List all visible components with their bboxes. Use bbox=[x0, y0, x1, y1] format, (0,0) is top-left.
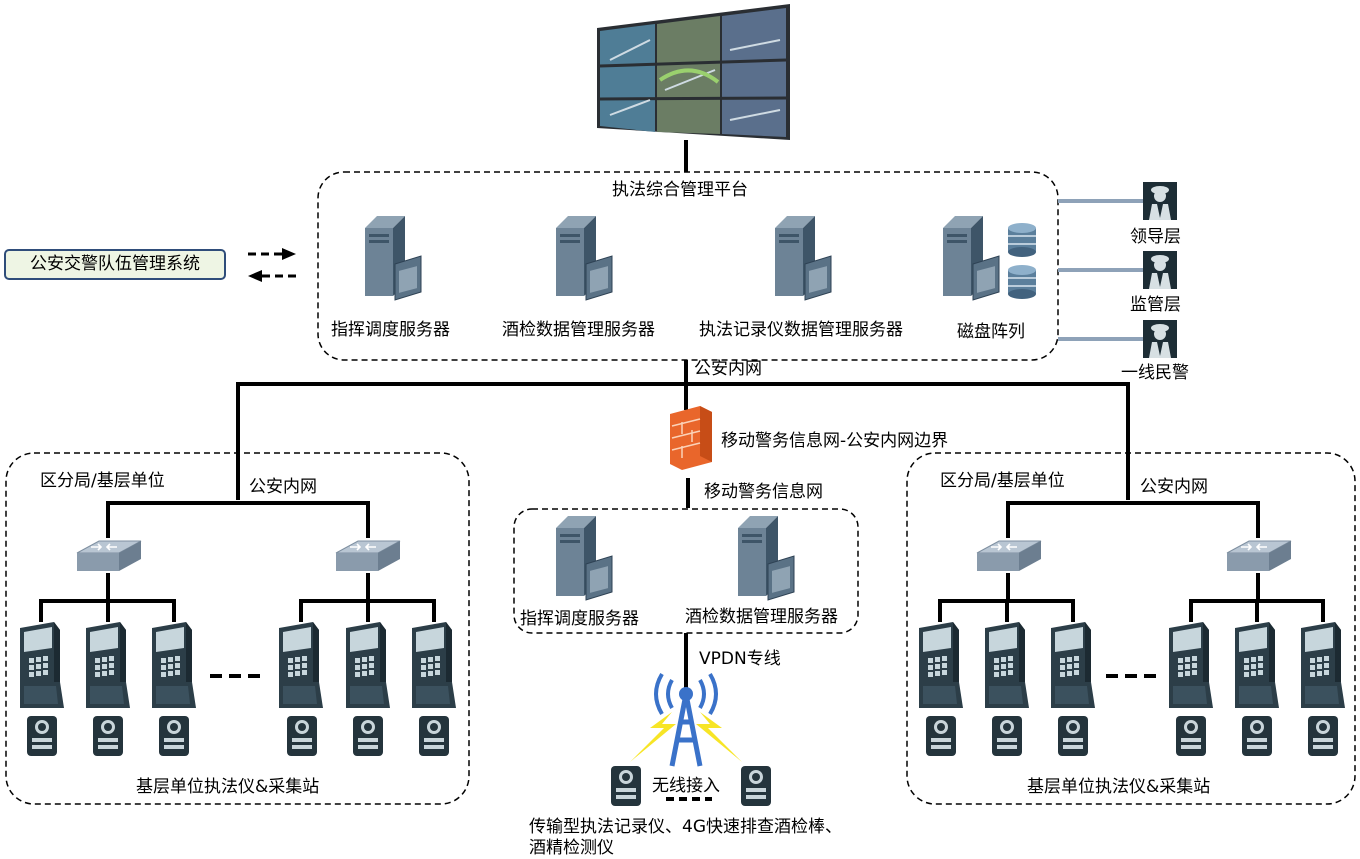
mobile-alcohol-server-label: 酒检数据管理服务器 bbox=[685, 607, 838, 627]
mobile-dispatch-server-icon bbox=[555, 515, 613, 601]
kiosk-icon bbox=[985, 622, 1029, 708]
wireless-label: 无线接入 bbox=[652, 776, 720, 796]
right-switch-2-icon bbox=[1226, 540, 1292, 572]
frontline-officer-icon bbox=[1143, 320, 1177, 358]
wireless-recorder-right-icon bbox=[741, 766, 771, 806]
intranet-label: 公安内网 bbox=[694, 359, 762, 379]
left-switch-2-icon bbox=[335, 540, 401, 572]
right-kiosks bbox=[919, 622, 1345, 708]
devices-caption-line2: 酒精检测仪 bbox=[529, 838, 614, 858]
kiosk-icon bbox=[412, 622, 456, 708]
mobile-dispatch-server-label: 指挥调度服务器 bbox=[520, 609, 639, 629]
role-supervisor-label: 监管层 bbox=[1130, 295, 1181, 315]
left-unit-intranet-label: 公安内网 bbox=[249, 477, 317, 497]
external-system-label: 公安交警队伍管理系统 bbox=[30, 254, 200, 274]
recorder-icon bbox=[353, 716, 383, 756]
recorder-server-label: 执法记录仪数据管理服务器 bbox=[699, 320, 903, 340]
kiosk-icon bbox=[346, 622, 390, 708]
mobile-alcohol-server-icon bbox=[737, 515, 795, 601]
recorder-icon bbox=[287, 716, 317, 756]
kiosk-icon bbox=[20, 622, 64, 708]
recorder-icon bbox=[1242, 716, 1272, 756]
leader-officer-icon bbox=[1143, 182, 1177, 220]
dispatch-server-label: 指挥调度服务器 bbox=[331, 320, 450, 340]
recorder-icon bbox=[926, 716, 956, 756]
kiosk-icon bbox=[86, 622, 130, 708]
disk-array-label: 磁盘阵列 bbox=[957, 322, 1025, 342]
left-unit-title: 区分局/基层单位 bbox=[40, 471, 165, 491]
alcohol-server-label: 酒检数据管理服务器 bbox=[502, 320, 655, 340]
mobile-net-box bbox=[513, 508, 859, 634]
kiosk-icon bbox=[279, 622, 323, 708]
left-recorders bbox=[27, 716, 449, 756]
recorder-icon bbox=[159, 716, 189, 756]
alcohol-server-icon bbox=[555, 215, 613, 301]
police-management-system-box: 公安交警队伍管理系统 bbox=[4, 249, 226, 280]
platform-title: 执法综合管理平台 bbox=[612, 180, 748, 200]
left-unit-box bbox=[5, 452, 470, 805]
boundary-label: 移动警务信息网-公安内网边界 bbox=[721, 431, 949, 451]
mobile-net-label: 移动警务信息网 bbox=[704, 482, 823, 502]
role-frontline-label: 一线民警 bbox=[1121, 363, 1189, 383]
wireless-recorder-left-icon bbox=[611, 766, 641, 806]
devices-caption-line1: 传输型执法记录仪、4G快速排查酒检棒、 bbox=[529, 817, 842, 837]
recorder-icon bbox=[27, 716, 57, 756]
video-wall-icon bbox=[597, 4, 790, 140]
dispatch-server-icon bbox=[364, 215, 422, 301]
right-unit-intranet-label: 公安内网 bbox=[1140, 477, 1208, 497]
kiosk-icon bbox=[1301, 622, 1345, 708]
recorder-icon bbox=[1058, 716, 1088, 756]
left-kiosks bbox=[20, 622, 456, 708]
recorder-icon bbox=[992, 716, 1022, 756]
right-recorders bbox=[926, 716, 1338, 756]
recorder-icon bbox=[419, 716, 449, 756]
left-unit-bottom-label: 基层单位执法仪&采集站 bbox=[136, 777, 320, 797]
bidirectional-arrows-icon bbox=[248, 248, 296, 282]
kiosk-icon bbox=[1051, 622, 1095, 708]
firewall-icon bbox=[670, 406, 712, 470]
right-unit-box bbox=[906, 452, 1356, 805]
kiosk-icon bbox=[1169, 622, 1213, 708]
recorder-icon bbox=[1176, 716, 1206, 756]
right-unit-title: 区分局/基层单位 bbox=[940, 471, 1065, 491]
recorder-server-icon bbox=[774, 215, 832, 301]
disk-array-icon bbox=[942, 215, 1037, 301]
kiosk-icon bbox=[152, 622, 196, 708]
right-switch-1-icon bbox=[976, 540, 1042, 572]
recorder-icon bbox=[93, 716, 123, 756]
vpdn-label: VPDN专线 bbox=[699, 649, 781, 669]
platform-box bbox=[317, 171, 1059, 361]
recorder-icon bbox=[1308, 716, 1338, 756]
kiosk-icon bbox=[919, 622, 963, 708]
right-unit-bottom-label: 基层单位执法仪&采集站 bbox=[1027, 777, 1211, 797]
wireless-tower-icon bbox=[630, 672, 742, 767]
role-leader-label: 领导层 bbox=[1130, 227, 1181, 247]
kiosk-icon bbox=[1235, 622, 1279, 708]
left-switch-1-icon bbox=[76, 540, 142, 572]
supervisor-officer-icon bbox=[1143, 251, 1177, 289]
